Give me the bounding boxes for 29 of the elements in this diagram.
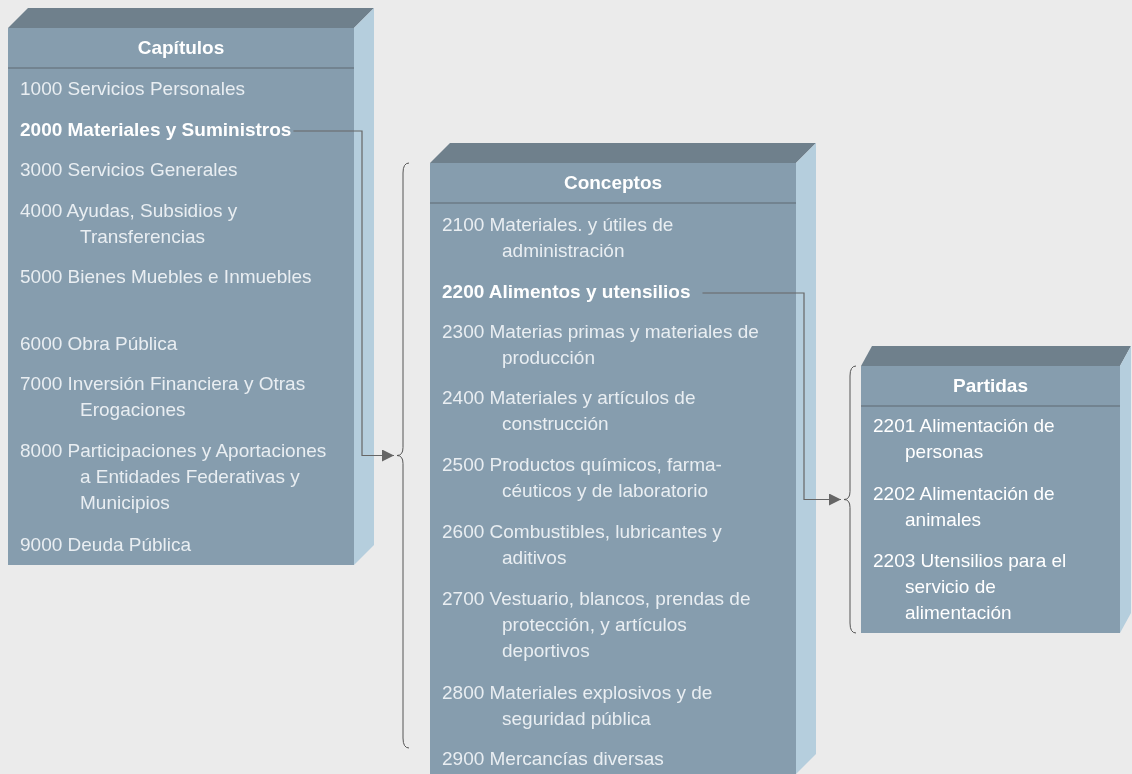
- panel-heading: Conceptos: [562, 172, 664, 194]
- category-panel: [8, 8, 374, 565]
- panel-heading: Capítulos: [136, 37, 226, 59]
- list-item: 4000 Ayudas, Subsidios y Transferencias: [20, 198, 350, 250]
- list-item: 3000 Servicios Generales: [20, 157, 238, 183]
- list-item: 8000 Participaciones y Aportaciones a Entidades Federativas y Municipios: [20, 438, 340, 516]
- list-item: 2000 Materiales y Suministros: [20, 117, 292, 143]
- list-item: 5000 Bienes Muebles e Inmuebles: [20, 264, 312, 290]
- list-item: 9000 Deuda Pública: [20, 532, 192, 558]
- list-item: 2600 Combustibles, lubricantes y aditivos: [442, 519, 777, 571]
- list-item: 2200 Alimentos y utensilios: [442, 279, 691, 305]
- arrow: [701, 292, 842, 506]
- list-item: 2700 Vestuario, blancos, prendas de protección, y artículos deportivos: [442, 586, 777, 664]
- list-item: 2201 Alimentación de personas: [873, 413, 1113, 465]
- category-panel: [394, 143, 816, 774]
- list-item: 1000 Servicios Personales: [20, 76, 245, 102]
- list-item: 7000 Inversión Financiera y Otras Erogaciones: [20, 371, 320, 423]
- arrow: [292, 130, 395, 462]
- list-item: 2500 Productos químicos, farma- céuticos y de laboratorio: [442, 452, 777, 504]
- list-item: 2900 Mercancías diversas: [442, 746, 664, 772]
- list-item: 2400 Materiales y artículos de construcción: [442, 385, 777, 437]
- list-item: 2100 Materiales. y útiles de administración: [442, 212, 777, 264]
- category-panel: [841, 346, 1131, 633]
- list-item: 2203 Utensilios para el servicio de alimentación: [873, 548, 1099, 626]
- list-item: 2202 Alimentación de animales: [873, 481, 1113, 533]
- list-item: 2300 Materias primas y materiales de producción: [442, 319, 777, 371]
- list-item: 2800 Materiales explosivos y de seguridad pública: [442, 680, 777, 732]
- list-item: 6000 Obra Pública: [20, 331, 178, 357]
- panel-heading: Partidas: [952, 375, 1029, 397]
